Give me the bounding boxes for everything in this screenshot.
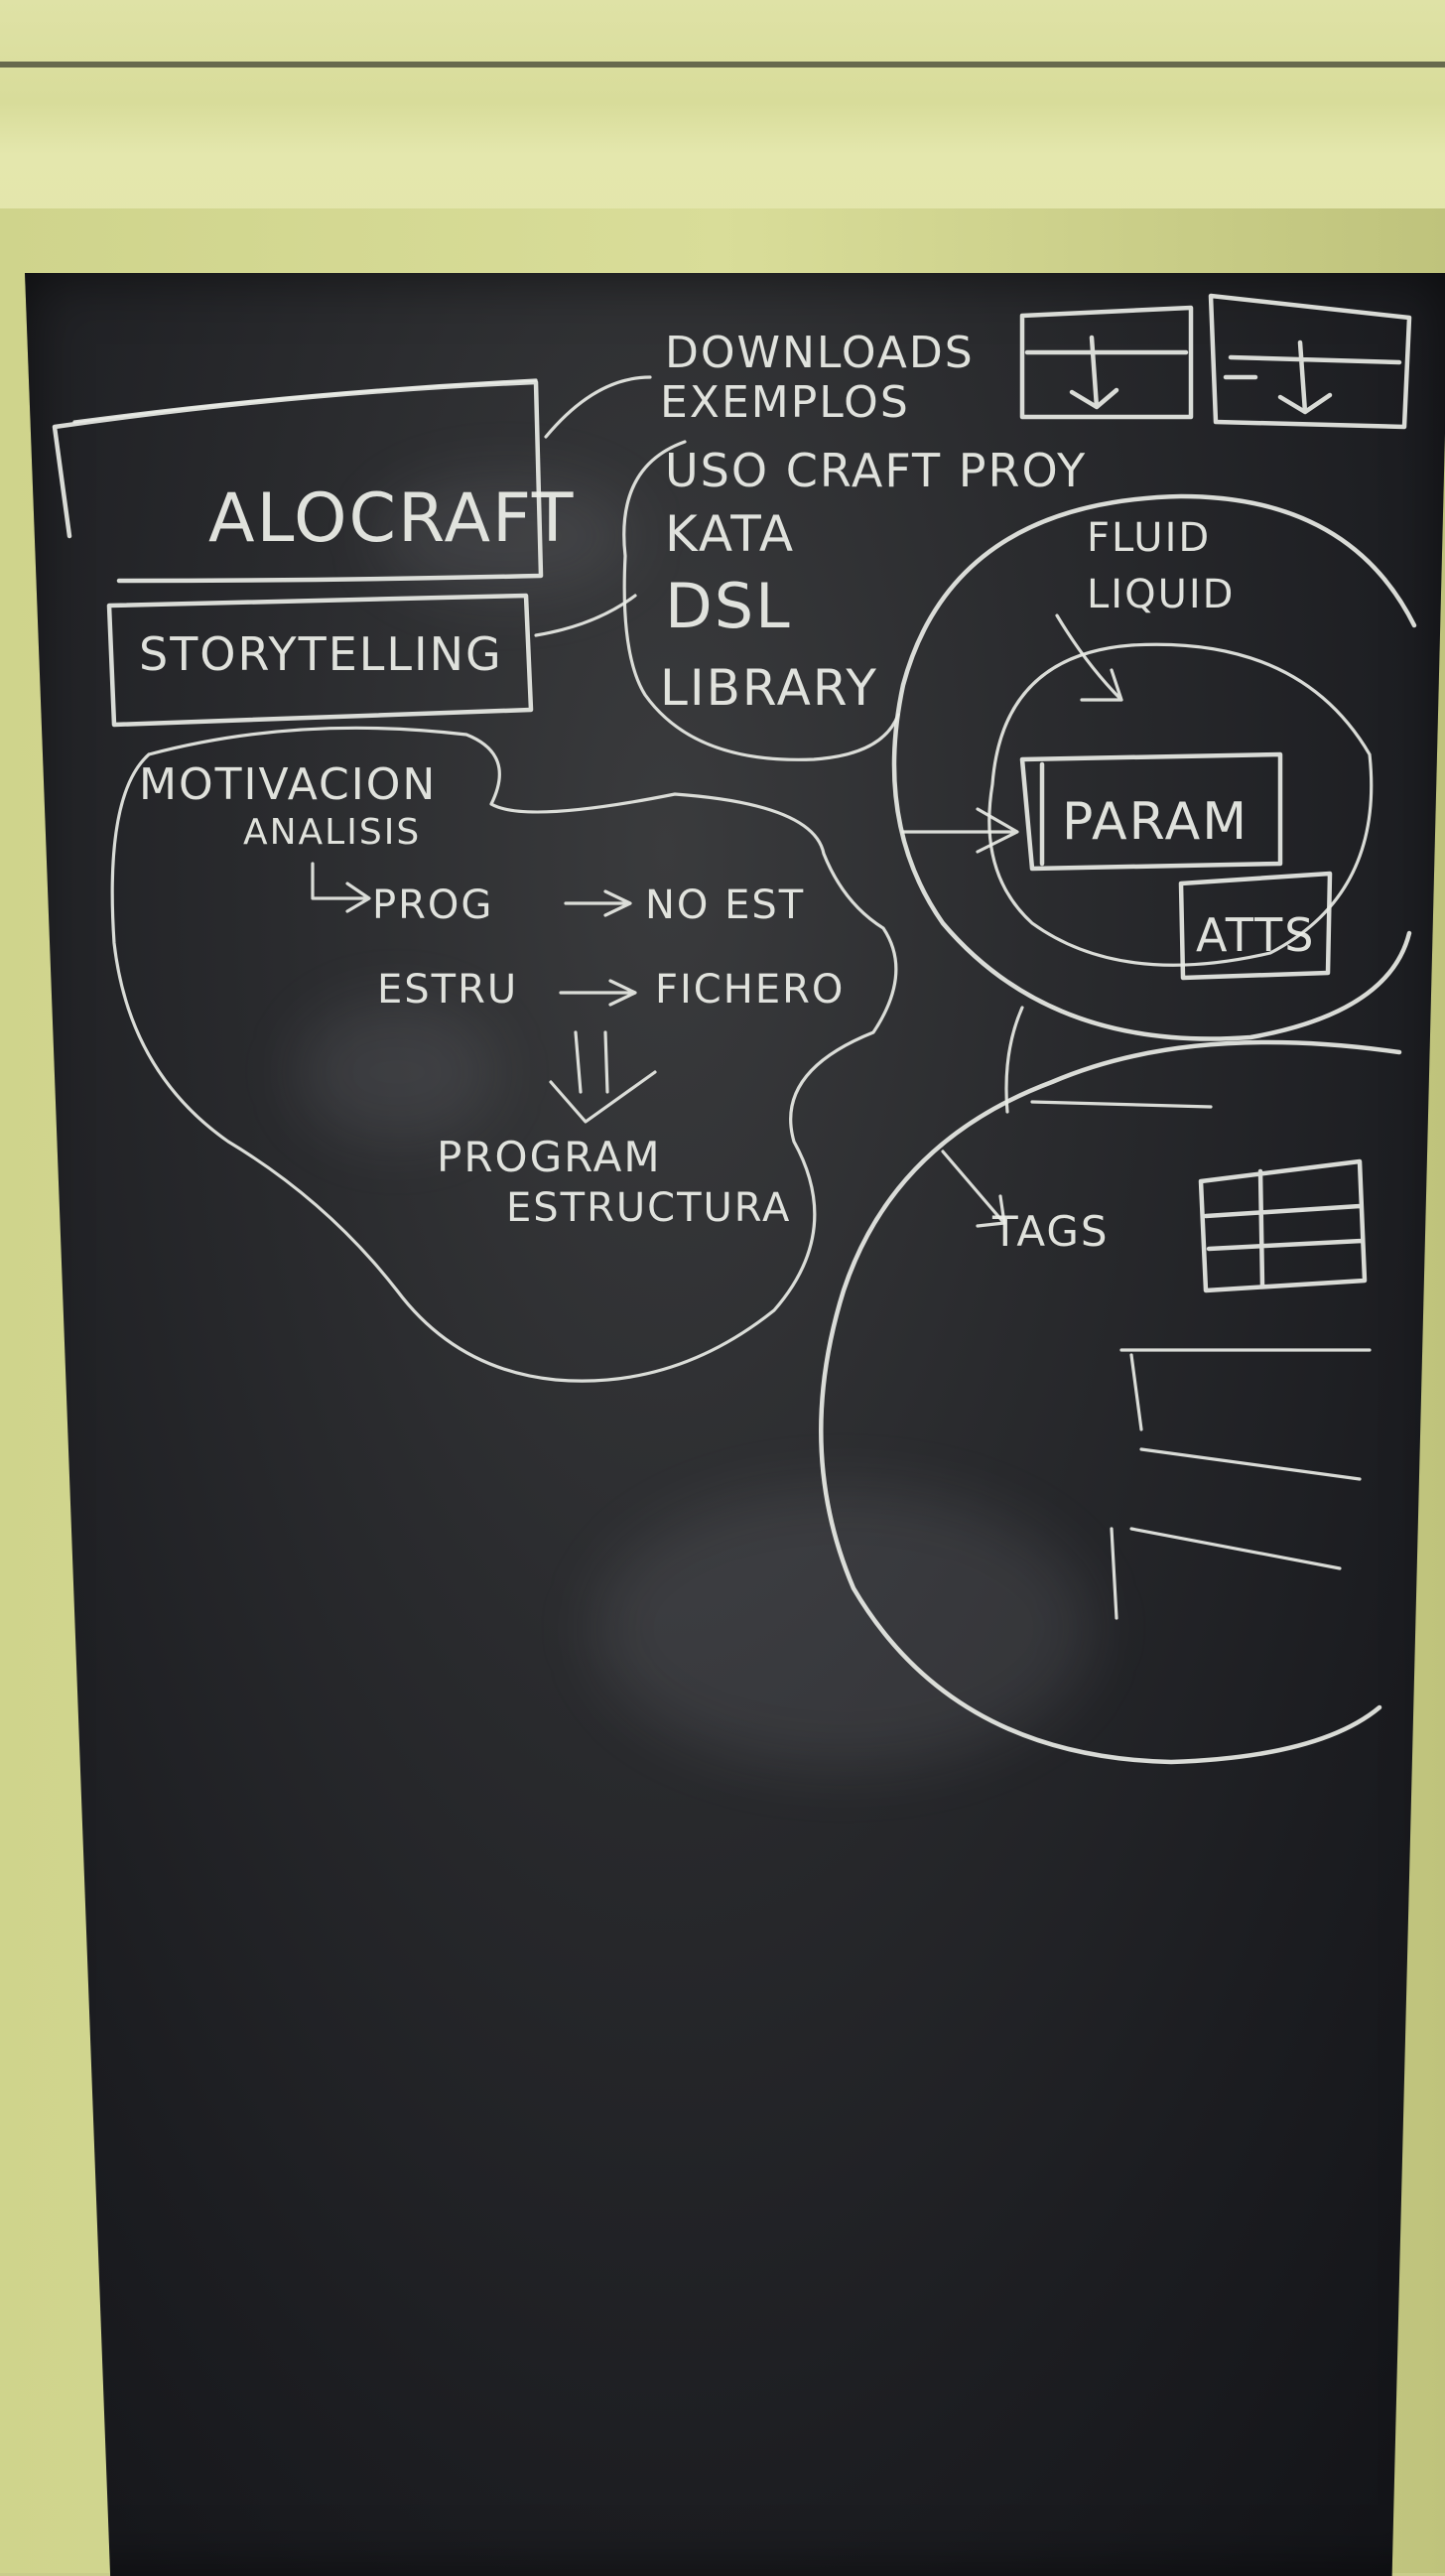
- arrow: [564, 889, 632, 917]
- arrow: [941, 1150, 1006, 1228]
- menu-item: EXEMPLOS: [660, 377, 910, 428]
- eraser-smudge: [298, 1003, 496, 1142]
- connector: [534, 594, 637, 637]
- menu-item: DSL: [665, 570, 792, 642]
- analysis-label: ANALISIS: [243, 812, 421, 853]
- download-icon: [1208, 293, 1412, 430]
- liquid-label: LIQUID: [1087, 572, 1235, 617]
- connector: [544, 375, 652, 439]
- motivation-line1-left: PROG: [372, 882, 493, 928]
- top-circle: [891, 493, 1417, 1041]
- arrow: [1055, 613, 1123, 702]
- result-program: PROGRAM: [437, 1133, 662, 1181]
- arrow: [559, 979, 637, 1007]
- atts-label: ATTS: [1196, 908, 1315, 962]
- storytelling-box: [106, 593, 534, 728]
- inner-circle: [987, 642, 1374, 967]
- param-box: [1019, 751, 1283, 872]
- table-icon: [1198, 1158, 1368, 1293]
- alocraft-box-top: [72, 378, 538, 424]
- menu-item: USO CRAFT PROY: [665, 444, 1087, 497]
- tags-label: TAGS: [991, 1207, 1110, 1256]
- param-label: PARAM: [1062, 792, 1248, 852]
- bottom-circle: [819, 1039, 1402, 1765]
- menu-item: DOWNLOADS: [665, 328, 975, 378]
- atts-box: [1178, 871, 1333, 981]
- download-icon: [1019, 305, 1194, 420]
- menu-item: LIBRARY: [660, 659, 878, 717]
- eraser-smudge: [595, 1489, 1092, 1767]
- alocraft-label: ALOCRAFT: [208, 479, 575, 558]
- arrow: [901, 807, 1019, 854]
- result-estructura: ESTRUCTURA: [506, 1185, 791, 1231]
- motivation-blob: [110, 726, 898, 1383]
- chalk-stroke: [1004, 1006, 1213, 1114]
- fluid-label: FLUID: [1087, 515, 1211, 561]
- list-lines: [1110, 1348, 1372, 1620]
- shelf-edge: [0, 62, 1445, 68]
- chalkboard: [25, 273, 1445, 2576]
- motivation-line2-right: FICHERO: [655, 967, 845, 1013]
- motivation-heading: MOTIVACION: [139, 759, 437, 810]
- motivation-line2-left: ESTRU: [377, 967, 518, 1013]
- motivation-line1-right: NO EST: [645, 882, 805, 928]
- menu-item: KATA: [665, 505, 795, 563]
- menu-bracket: [622, 440, 900, 761]
- down-arrow: [549, 1030, 657, 1124]
- arrow: [311, 862, 371, 913]
- storytelling-label: STORYTELLING: [139, 627, 503, 681]
